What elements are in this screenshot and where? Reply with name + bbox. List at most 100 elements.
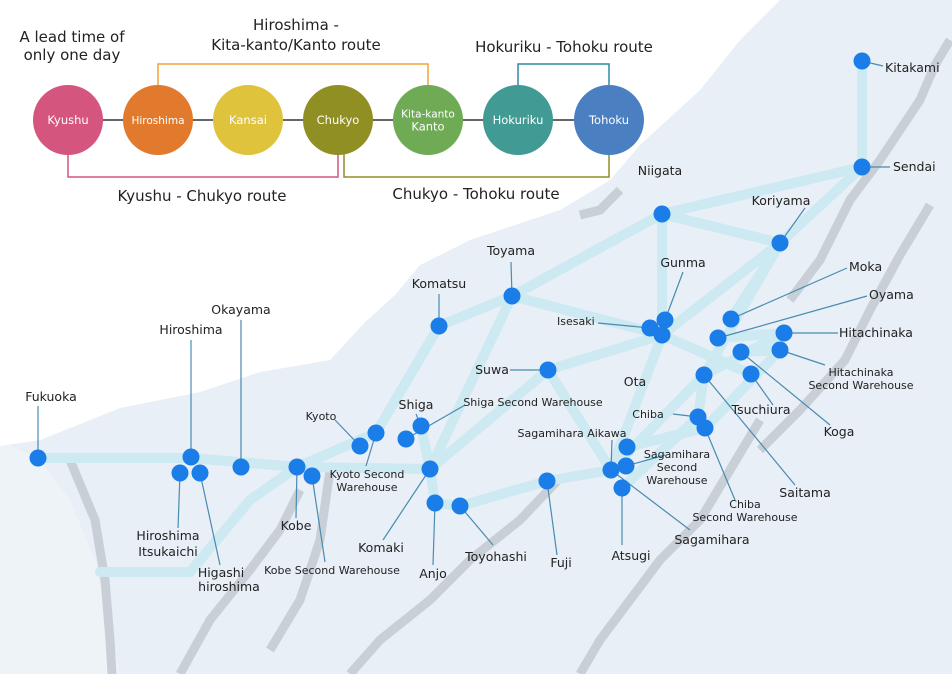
hub-label: Kita-kanto (401, 109, 455, 121)
warehouse-nodes (29, 52, 871, 515)
node-fuji (538, 472, 556, 490)
label-anjo: Anjo (419, 566, 447, 581)
node-okayama (232, 458, 250, 476)
leader-line (546, 480, 558, 556)
node-gunma (656, 311, 674, 329)
label-suwa: Suwa (475, 362, 509, 377)
label-tsuchiura: Tsuchiura (731, 402, 791, 417)
label-chiba: Chiba (632, 408, 663, 421)
label-shiga: Shiga (399, 397, 434, 412)
hub-tohoku: Tohoku (574, 85, 644, 155)
hub-kansai: Kansai (213, 85, 283, 155)
hub-circle (483, 85, 553, 155)
leader-line (199, 472, 221, 566)
node-toyama (503, 287, 521, 305)
node-ota (653, 326, 671, 344)
node-hiroshima (182, 448, 200, 466)
node-komatsu (430, 317, 448, 335)
leader-line (382, 468, 431, 541)
node-kobe2 (303, 467, 321, 485)
hub-hiroshima: Hiroshima (123, 85, 193, 155)
route-segment (713, 328, 789, 343)
route-hiroshima-kanto-connector (157, 63, 429, 88)
hub-chukyo: Chukyo (303, 85, 373, 155)
label-shiga-second: Shiga Second Warehouse (463, 396, 603, 409)
label-higashi-hiroshima-line-1: Higashi (198, 565, 244, 580)
node-toyohashi (451, 497, 469, 515)
route-hokuriku-tohoku-connector (517, 63, 610, 88)
node-itsukaichi (171, 464, 189, 482)
label-hiroshima-itsukaichi-line-2: Itsukaichi (138, 544, 197, 559)
leader-line (730, 267, 848, 320)
leader-line (740, 351, 831, 426)
label-gunma: Gunma (660, 255, 705, 270)
label-okayama: Okayama (211, 302, 270, 317)
node-koga (732, 343, 750, 361)
leader-line (717, 295, 868, 339)
node-hitachinaka (775, 324, 793, 342)
label-kobe-second: Kobe Second Warehouse (264, 564, 400, 577)
hub-circle (393, 85, 463, 155)
node-saitama (695, 366, 713, 384)
node-niigata (653, 205, 671, 223)
route-hiroshima-kanto-line-2: Kita-kanto/Kanto route (211, 36, 380, 54)
hub-kyushu: Kyushu (33, 85, 103, 155)
route-hiroshima-kanto-line-1: Hiroshima - (253, 16, 339, 34)
node-kyoto2 (351, 437, 369, 455)
node-oyama (709, 329, 727, 347)
label-atsugi: Atsugi (611, 548, 650, 563)
coastline (65, 37, 952, 674)
node-tsuchiura (742, 365, 760, 383)
location-labels: Kitakami Sendai Niigata Koriyama Moka Oy… (25, 60, 939, 594)
label-sagamihara-second-line-1: Sagamihara (644, 448, 710, 461)
node-anjo (426, 494, 444, 512)
leader-line (597, 322, 651, 329)
hub-circle (33, 85, 103, 155)
leader-line (295, 466, 298, 519)
label-ota: Ota (624, 374, 646, 389)
node-sagamiharaA (618, 438, 636, 456)
node-suwa (539, 361, 557, 379)
label-toyohashi: Toyohashi (464, 549, 527, 564)
node-moka (722, 310, 740, 328)
hub-label: Kanto (411, 120, 444, 134)
leader-line (703, 374, 796, 486)
label-chiba-second-line-1: Chiba (729, 498, 760, 511)
route-hokuriku-tohoku-label: Hokuriku - Tohoku route (475, 38, 653, 56)
node-hitachinaka2 (771, 341, 789, 359)
hub-label: Kyushu (47, 113, 88, 127)
node-fukuoka (29, 449, 47, 467)
node-komaki (421, 460, 439, 478)
label-hiroshima-itsukaichi-line-1: Hiroshima (136, 528, 199, 543)
hub-circle (303, 85, 373, 155)
hub-circle (213, 85, 283, 155)
label-kobe: Kobe (281, 518, 312, 533)
node-shiga (412, 417, 430, 435)
label-sagamihara-second-line-2: Second (657, 461, 697, 474)
label-kyoto-second-line-1: Kyoto Second (330, 468, 405, 481)
label-kyoto-second-line-2: Warehouse (336, 481, 397, 494)
route-segment (726, 238, 785, 324)
hub-circle (574, 85, 644, 155)
leader-line (432, 502, 436, 566)
node-kyoto (367, 424, 385, 442)
route-segment (622, 345, 785, 452)
hub-label: Chukyo (317, 113, 360, 127)
node-atsugi (613, 479, 631, 497)
node-kitakami (853, 52, 871, 70)
route-chukyo-tohoku-label: Chukyo - Tohoku route (392, 185, 559, 203)
headline-line-1: A lead time of (19, 28, 125, 46)
label-moka: Moka (849, 259, 882, 274)
node-sagamihara2 (617, 457, 635, 475)
node-sendai (853, 158, 871, 176)
node-chiba2 (696, 419, 714, 437)
leader-line (704, 427, 736, 501)
leader-line (664, 271, 684, 321)
hub-circle (123, 85, 193, 155)
leader-line (311, 475, 326, 563)
label-sagamihara: Sagamihara (674, 532, 749, 547)
hub-hokuriku: Hokuriku (483, 85, 553, 155)
